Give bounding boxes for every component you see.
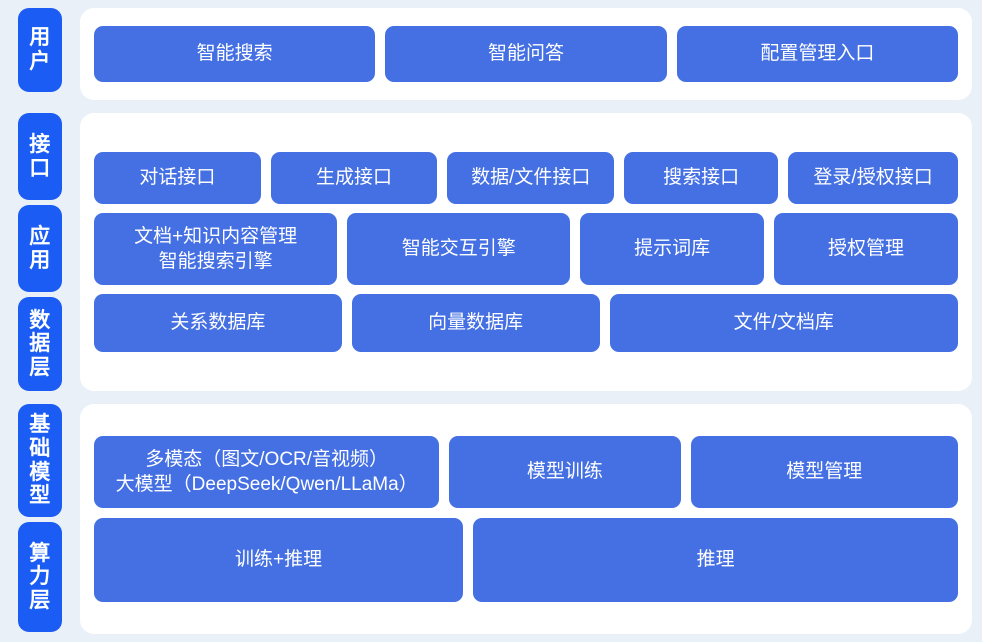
card-generation-api[interactable]: 生成接口 [270,152,438,204]
panel-users: 智能搜索 智能问答 配置管理入口 [80,8,972,100]
card-inference[interactable]: 推理 [473,518,958,602]
rail-tab-interface[interactable]: 接口 [18,113,62,201]
card-inference-label: 推理 [696,548,735,570]
card-search-api[interactable]: 搜索接口 [624,152,779,204]
card-smart-interaction-engine[interactable]: 智能交互引擎 [347,213,571,285]
row-application: 文档+知识内容管理 智能搜索引擎 智能交互引擎 提示词库 授权管理 [94,213,959,285]
card-dialog-api-label: 对话接口 [139,166,216,188]
card-authorization-management[interactable]: 授权管理 [774,213,959,285]
card-prompt-library[interactable]: 提示词库 [580,213,765,285]
card-authorization-management-label: 授权管理 [828,237,905,259]
card-vector-database-label: 向量数据库 [428,311,524,333]
card-model-training-label: 模型训练 [526,460,603,482]
card-training-inference-label: 训练+推理 [235,548,323,570]
rail-middle: 接口 应用 数据层 [0,113,68,391]
panel-bottom: 多模态（图文/OCR/音视频） 大模型（DeepSeek/Qwen/LLaMa）… [80,404,972,634]
rail-tab-compute-layer-label: 算力层 [29,541,51,612]
card-data-file-api-label: 数据/文件接口 [471,166,591,188]
section-middle: 接口 应用 数据层 对话接口 生成接口 数据/文件接口 [0,113,982,391]
section-users: 用户 智能搜索 智能问答 配置管理入口 [0,0,982,100]
card-file-document-store-label: 文件/文档库 [733,311,834,333]
card-model-management-label: 模型管理 [786,460,863,482]
rail-tab-application[interactable]: 应用 [18,205,62,293]
card-relational-database-label: 关系数据库 [170,311,266,333]
rail-tab-user[interactable]: 用户 [18,8,62,92]
card-data-file-api[interactable]: 数据/文件接口 [447,152,615,204]
card-search-api-label: 搜索接口 [663,166,740,188]
card-login-auth-api-label: 登录/授权接口 [813,166,933,188]
rail-tab-foundation-model[interactable]: 基础模型 [18,404,62,517]
card-generation-api-label: 生成接口 [316,166,393,188]
row-data: 关系数据库 向量数据库 文件/文档库 [94,294,958,352]
card-config-management-entry[interactable]: 配置管理入口 [676,26,958,82]
row-model: 多模态（图文/OCR/音视频） 大模型（DeepSeek/Qwen/LLaMa）… [94,436,959,508]
card-login-auth-api[interactable]: 登录/授权接口 [788,152,958,204]
card-relational-database[interactable]: 关系数据库 [94,294,342,352]
row-api: 对话接口 生成接口 数据/文件接口 搜索接口 登录/授权接口 [94,152,958,204]
panel-middle: 对话接口 生成接口 数据/文件接口 搜索接口 登录/授权接口 文档+知识内容管理… [80,113,972,391]
row-user-entries: 智能搜索 智能问答 配置管理入口 [94,26,958,82]
card-smart-search[interactable]: 智能搜索 [94,26,376,82]
card-doc-knowledge-management-label: 文档+知识内容管理 智能搜索引擎 [134,225,298,272]
rail-tab-compute-layer[interactable]: 算力层 [18,522,62,632]
rail-tab-user-label: 用户 [29,26,51,73]
rail-tab-application-label: 应用 [29,225,51,272]
card-smart-interaction-engine-label: 智能交互引擎 [401,237,516,259]
card-smart-qa[interactable]: 智能问答 [385,26,667,82]
rail-bottom: 基础模型 算力层 [0,404,68,634]
rail-tab-data-layer[interactable]: 数据层 [18,297,62,391]
rail-tab-interface-label: 接口 [29,133,51,180]
card-model-training[interactable]: 模型训练 [449,436,681,508]
section-bottom: 基础模型 算力层 多模态（图文/OCR/音视频） 大模型（DeepSeek/Qw… [0,404,982,634]
card-model-management[interactable]: 模型管理 [690,436,959,508]
rail-tab-foundation-model-label: 基础模型 [29,413,51,508]
card-multimodal-large-model[interactable]: 多模态（图文/OCR/音视频） 大模型（DeepSeek/Qwen/LLaMa） [94,436,440,508]
card-multimodal-large-model-label: 多模态（图文/OCR/音视频） 大模型（DeepSeek/Qwen/LLaMa） [115,448,418,495]
card-prompt-library-label: 提示词库 [634,237,711,259]
card-smart-search-label: 智能搜索 [196,42,273,64]
card-file-document-store[interactable]: 文件/文档库 [609,294,958,352]
card-training-inference[interactable]: 训练+推理 [94,518,464,602]
card-vector-database[interactable]: 向量数据库 [351,294,600,352]
row-compute: 训练+推理 推理 [94,518,958,602]
rail-users: 用户 [0,8,68,100]
card-doc-knowledge-management[interactable]: 文档+知识内容管理 智能搜索引擎 [94,213,338,285]
card-smart-qa-label: 智能问答 [487,42,564,64]
card-dialog-api[interactable]: 对话接口 [94,152,261,204]
card-config-management-entry-label: 配置管理入口 [760,42,875,64]
rail-tab-data-layer-label: 数据层 [29,308,51,379]
